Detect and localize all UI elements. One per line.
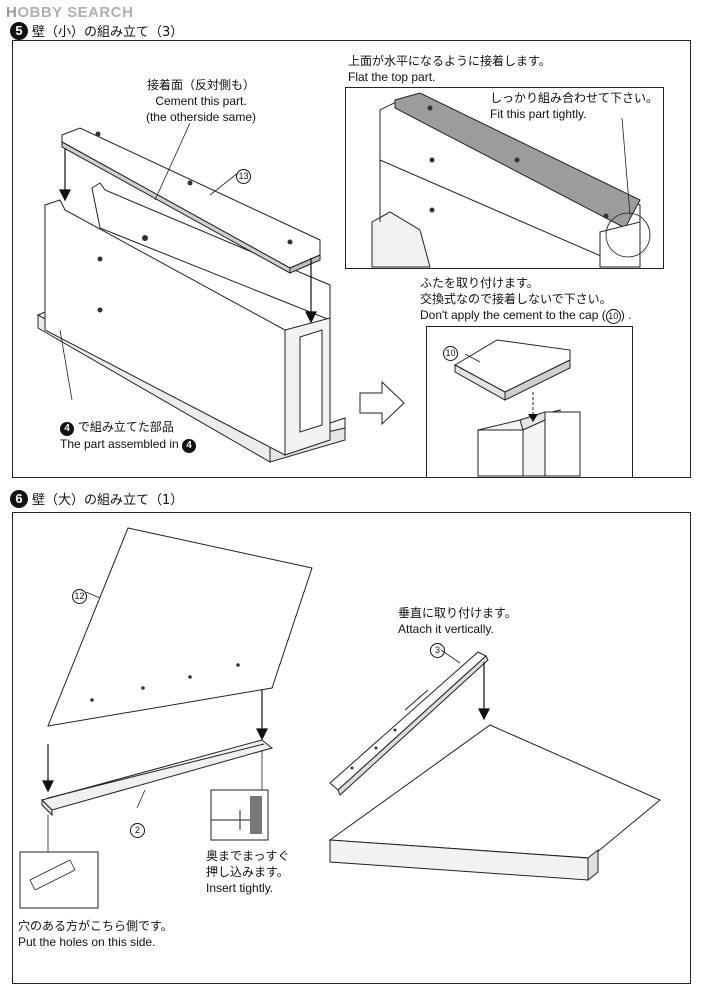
part-13-number: 13 bbox=[236, 168, 251, 184]
step4-ref-icon-2: 4 bbox=[182, 439, 197, 453]
part-13-label: 13 bbox=[236, 164, 251, 184]
part-10-number: 10 bbox=[443, 345, 458, 361]
flat-note-en: Flat the top part. bbox=[348, 70, 436, 84]
step5-title: 壁（小）の組み立て（3） bbox=[32, 25, 184, 40]
step5-number: 5 bbox=[10, 21, 28, 40]
insert-note-jp1: 奥までまっすぐ bbox=[206, 849, 290, 863]
cap-note: ふたを取り付けます。 交換式なので接着しないで下さい。 Don't apply … bbox=[420, 276, 632, 324]
vertical-note-jp: 垂直に取り付けます。 bbox=[398, 606, 517, 620]
assembled-note-jp: で組み立てた部品 bbox=[77, 420, 174, 434]
holes-note-jp: 穴のある方がこちら側です。 bbox=[18, 919, 173, 933]
vertical-note-en: Attach it vertically. bbox=[398, 622, 494, 636]
part-12-label: 12 bbox=[72, 584, 87, 604]
assembled-note: 4 で組み立てた部品 The part assembled in 4 bbox=[60, 419, 197, 453]
tight-note-en: Fit this part tightly. bbox=[490, 107, 587, 121]
part-2-label: 2 bbox=[130, 818, 145, 838]
assembled-note-en: The part assembled in bbox=[60, 437, 179, 451]
part-3-number: 3 bbox=[430, 642, 445, 658]
cement-note: 接着面（反対側も） Cement this part. (the othersi… bbox=[138, 77, 264, 125]
vertical-note: 垂直に取り付けます。 Attach it vertically. bbox=[398, 605, 517, 637]
insert-note-jp2: 押し込みます。 bbox=[206, 865, 289, 879]
tight-note: しっかり組み合わせて下さい。 Fit this part tightly. bbox=[490, 90, 658, 122]
step5-header: 5 壁（小）の組み立て（3） bbox=[10, 21, 183, 40]
cement-note-en1: Cement this part. bbox=[155, 94, 247, 108]
flat-note: 上面が水平になるように接着します。 Flat the top part. bbox=[348, 53, 551, 85]
part-3-label: 3 bbox=[430, 638, 445, 658]
flat-note-jp: 上面が水平になるように接着します。 bbox=[348, 54, 551, 68]
cap-note-jp1: ふたを取り付けます。 bbox=[420, 276, 539, 290]
part-2-number: 2 bbox=[130, 822, 145, 838]
step4-ref-icon: 4 bbox=[60, 422, 74, 436]
hobby-search-logo: HOBBY SEARCH bbox=[6, 4, 133, 21]
cap-detail-frame bbox=[426, 326, 633, 478]
step6-frame bbox=[12, 512, 691, 984]
cement-note-en2: (the otherside same) bbox=[145, 110, 257, 124]
step6-number: 6 bbox=[10, 489, 28, 508]
insert-note-en: Insert tightly. bbox=[206, 881, 274, 895]
holes-note: 穴のある方がこちら側です。 Put the holes on this side… bbox=[18, 918, 173, 950]
step5-frame bbox=[12, 40, 691, 478]
cement-note-jp: 接着面（反対側も） bbox=[146, 78, 255, 92]
step6-header: 6 壁（大）の組み立て（1） bbox=[10, 489, 183, 508]
logo-word: OBBY SEARCH bbox=[17, 4, 134, 21]
holes-note-en: Put the holes on this side. bbox=[18, 935, 156, 949]
part-10-label: 10 bbox=[443, 341, 458, 361]
cap-ref-number: 10 bbox=[605, 308, 621, 324]
cap-note-en: Don't apply the cement to the cap bbox=[420, 308, 599, 322]
part-12-number: 12 bbox=[72, 588, 87, 604]
insert-note: 奥までまっすぐ 押し込みます。 Insert tightly. bbox=[206, 848, 290, 896]
flat-top-detail-frame bbox=[345, 87, 664, 269]
cap-note-jp2: 交換式なので接着しないで下さい。 bbox=[420, 292, 612, 306]
step6-title: 壁（大）の組み立て（1） bbox=[32, 493, 184, 508]
logo-prefix: H bbox=[6, 4, 18, 21]
tight-note-jp: しっかり組み合わせて下さい。 bbox=[490, 91, 659, 105]
